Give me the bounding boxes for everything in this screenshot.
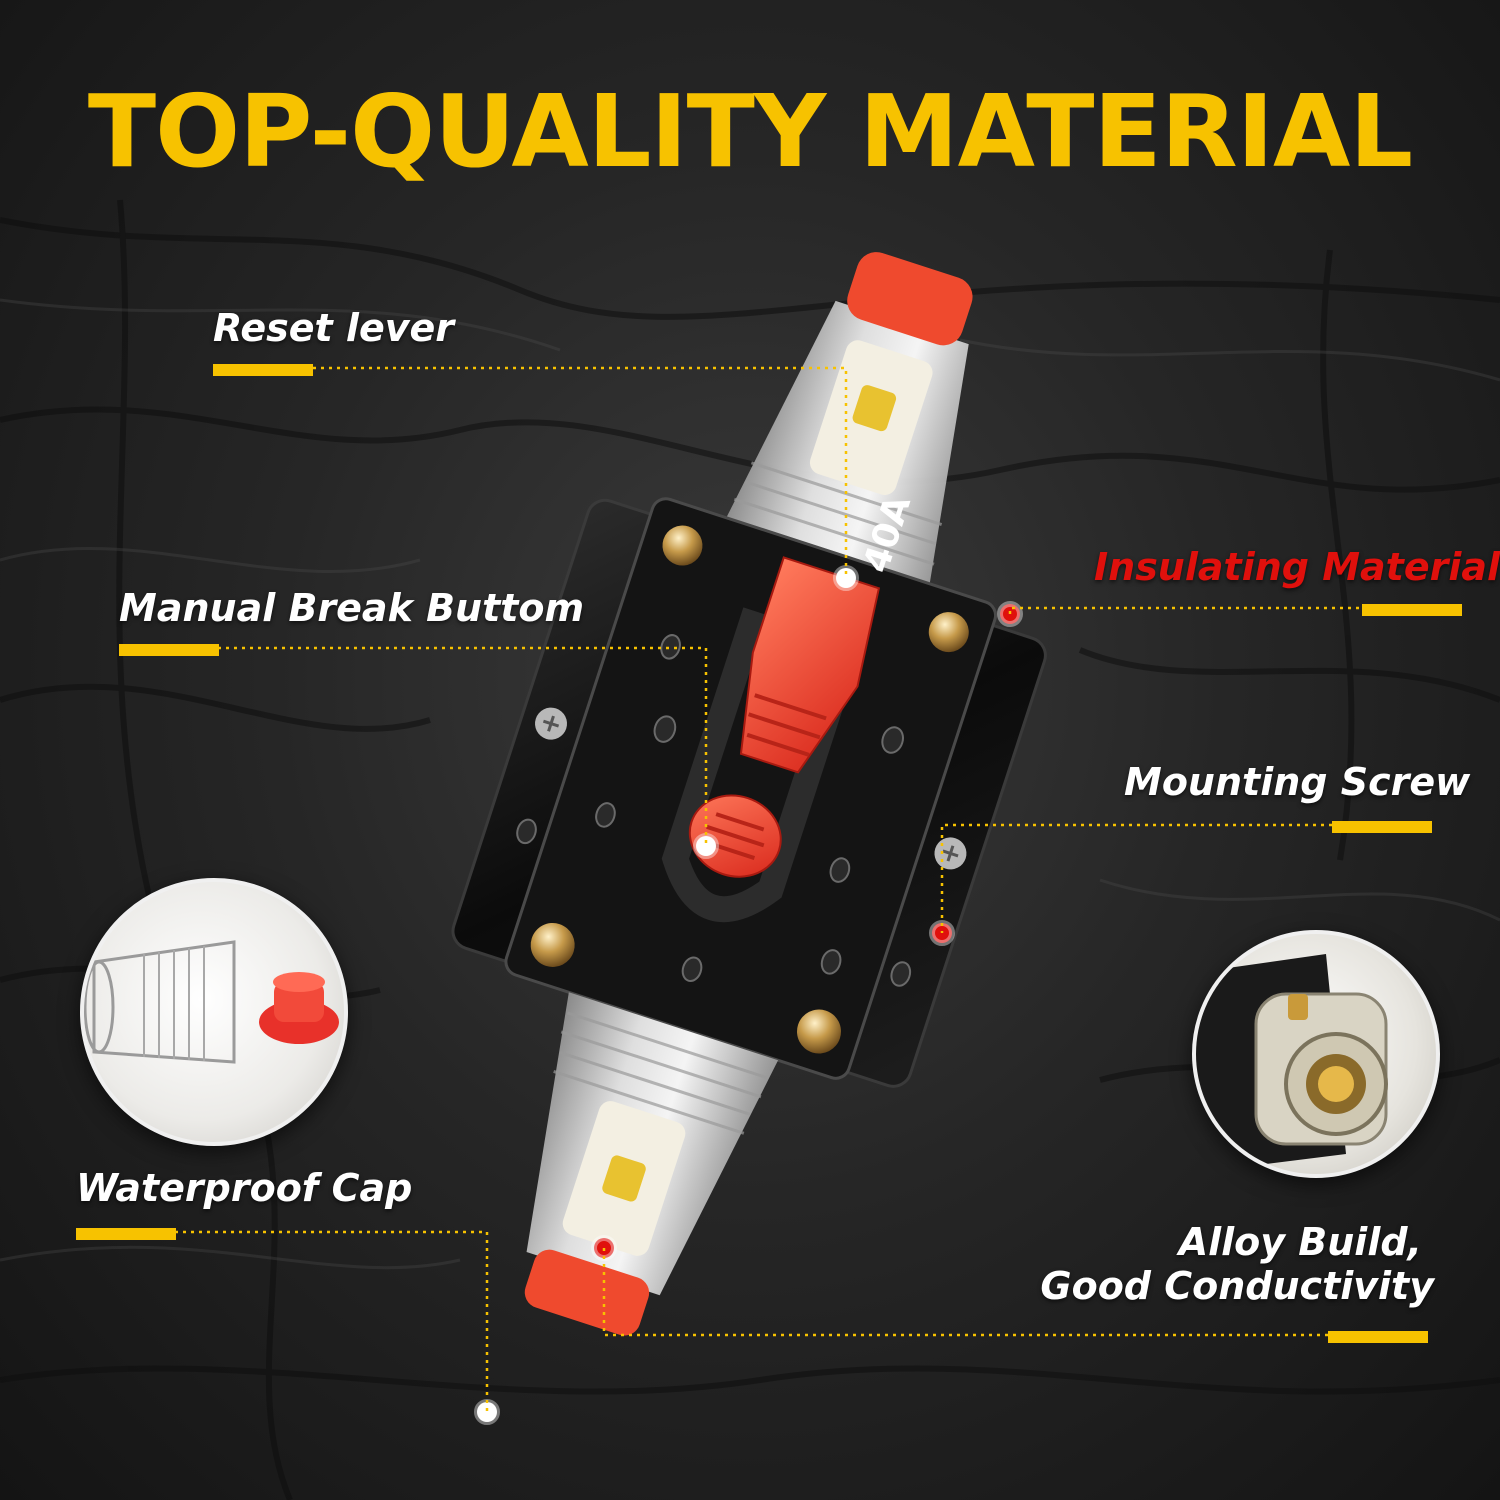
reset-lever-dot [833, 565, 859, 591]
reset-lever-bar [213, 364, 313, 376]
waterproof-cap-label: Waterproof Cap [76, 1166, 413, 1210]
alloy-leader [602, 1248, 1328, 1337]
headline: TOP-QUALITY MATERIAL [87, 73, 1413, 190]
manual-break-label: Manual Break Buttom [119, 586, 585, 630]
reset-lever-leader [313, 366, 848, 578]
mounting-screw-leader [940, 823, 1332, 933]
waterproof-cap-inset [80, 878, 348, 1146]
insulating-leader [1008, 606, 1362, 614]
waterproof-cap-bar [76, 1228, 176, 1240]
cap-illustration-icon [84, 940, 339, 1064]
terminal-illustration-icon [1196, 954, 1388, 1173]
insulating-label: Insulating Material [1094, 545, 1500, 589]
waterproof-cap-leader [175, 1230, 489, 1412]
alloy-terminal-inset [1192, 930, 1440, 1178]
manual-break-dot [693, 833, 719, 859]
mounting-screw-bar [1332, 821, 1432, 833]
manual-break-bar [119, 644, 219, 656]
waterproof-cap-dot [474, 1399, 500, 1425]
alloy-label-line1: Alloy Build, [1178, 1220, 1422, 1264]
insulating-bar [1362, 604, 1462, 616]
alloy-bar [1328, 1331, 1428, 1343]
reset-lever-label: Reset lever [213, 306, 455, 350]
alloy-label-line2: Good Conductivity [1040, 1264, 1434, 1308]
mounting-screw-label: Mounting Screw [1124, 760, 1471, 804]
manual-break-leader [218, 646, 708, 846]
